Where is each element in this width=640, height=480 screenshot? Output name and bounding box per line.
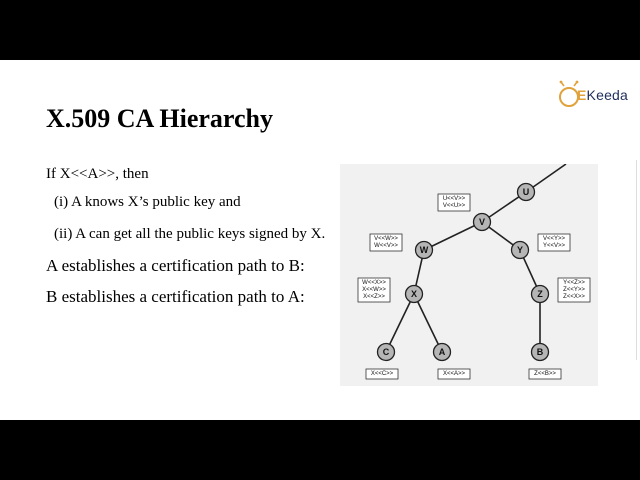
node-v: V bbox=[472, 212, 492, 232]
node-label: X bbox=[411, 289, 417, 299]
node-label: A bbox=[439, 347, 446, 357]
tree-edges bbox=[385, 164, 567, 353]
cert-box-a: X<<A>> bbox=[437, 368, 471, 380]
condition-point-1: (i) A knows X’s public key and bbox=[54, 194, 241, 210]
logo-icon bbox=[559, 80, 579, 107]
cert-text: Z<<B>> bbox=[534, 371, 556, 377]
node-label: C bbox=[383, 347, 390, 357]
edge-v-w bbox=[423, 221, 483, 251]
cert-box-frame bbox=[528, 368, 562, 380]
node-label: W bbox=[420, 245, 429, 255]
node-a: A bbox=[432, 342, 452, 362]
cert-box-y: V<<Y>>Y<<V>> bbox=[537, 233, 571, 252]
edge-x-c bbox=[385, 293, 415, 353]
cert-text: X<<A>> bbox=[443, 371, 466, 377]
node-circle bbox=[472, 212, 492, 232]
path-b-to-a: B establishes a certification path to A: bbox=[46, 287, 305, 306]
logo-wordmark: EKeeda bbox=[577, 87, 628, 103]
condition-line: If X<<A>>, then bbox=[46, 166, 149, 182]
node-z: Z bbox=[530, 284, 550, 304]
logo-rest: Keeda bbox=[586, 87, 629, 103]
condition-point-2: (ii) A can get all the public keys signe… bbox=[54, 226, 326, 242]
node-label: Z bbox=[537, 289, 543, 299]
node-label: B bbox=[537, 347, 544, 357]
cert-box-frame bbox=[537, 233, 571, 252]
cert-box-x: W<<X>>X<<W>>X<<Z>> bbox=[357, 277, 391, 303]
ekeeda-logo: EKeeda bbox=[558, 80, 640, 112]
node-label: U bbox=[523, 187, 530, 197]
cert-text: X<<C>> bbox=[371, 371, 394, 377]
cert-box-v: U<<V>>V<<U>> bbox=[437, 193, 471, 212]
cert-text: X<<Z>> bbox=[363, 294, 385, 300]
next-slide-edge bbox=[636, 160, 640, 360]
node-label: V bbox=[479, 217, 485, 227]
cert-box-z: Y<<Z>>Z<<Y>>Z<<X>> bbox=[557, 277, 591, 303]
cert-box-w: V<<W>>W<<V>> bbox=[369, 233, 403, 252]
cert-text: V<<Y>> bbox=[543, 236, 566, 242]
cert-text: Y<<V>> bbox=[543, 243, 566, 249]
node-circle bbox=[516, 182, 536, 202]
node-circle bbox=[530, 284, 550, 304]
cert-text: Y<<Z>> bbox=[563, 280, 585, 286]
ca-hierarchy-diagram: U<<V>>V<<U>> V<<W>>W<<V>> V<<Y>>Y<<V>> W<<X… bbox=[340, 164, 598, 386]
cert-box-c: X<<C>> bbox=[365, 368, 399, 380]
node-w: W bbox=[414, 240, 434, 260]
cert-text: W<<V>> bbox=[374, 243, 398, 249]
node-b: B bbox=[530, 342, 550, 362]
node-circle bbox=[530, 342, 550, 362]
cert-text: U<<V>> bbox=[443, 196, 466, 202]
logo-letter: E bbox=[577, 87, 587, 103]
cert-box-frame bbox=[357, 277, 391, 303]
cert-box-frame bbox=[437, 193, 471, 212]
cert-text: X<<W>> bbox=[362, 287, 386, 293]
cert-text: Z<<Y>> bbox=[563, 287, 585, 293]
cert-text: V<<W>> bbox=[374, 236, 398, 242]
edge-x-a bbox=[413, 293, 443, 353]
cert-text: Z<<X>> bbox=[563, 294, 585, 300]
node-circle bbox=[432, 342, 452, 362]
cert-box-frame bbox=[369, 233, 403, 252]
node-u: U bbox=[516, 182, 536, 202]
cert-box-frame bbox=[557, 277, 591, 303]
node-label: Y bbox=[517, 245, 523, 255]
node-y: Y bbox=[510, 240, 530, 260]
cert-text: V<<U>> bbox=[443, 203, 466, 209]
node-c: C bbox=[376, 342, 396, 362]
slide-title: X.509 CA Hierarchy bbox=[46, 104, 273, 133]
cert-box-frame bbox=[437, 368, 471, 380]
hierarchy-tree-svg: U<<V>>V<<U>> V<<W>>W<<V>> V<<Y>>Y<<V>> W<<X… bbox=[357, 164, 591, 380]
node-circle bbox=[404, 284, 424, 304]
cert-text: W<<X>> bbox=[362, 280, 386, 286]
node-circle bbox=[510, 240, 530, 260]
cert-box-frame bbox=[365, 368, 399, 380]
cert-box-b: Z<<B>> bbox=[528, 368, 562, 380]
node-circle bbox=[376, 342, 396, 362]
path-a-to-b: A establishes a certification path to B: bbox=[46, 256, 305, 275]
slide: X.509 CA Hierarchy EKeeda If X<<A>>, the… bbox=[0, 60, 640, 420]
node-x: X bbox=[404, 284, 424, 304]
node-circle bbox=[414, 240, 434, 260]
